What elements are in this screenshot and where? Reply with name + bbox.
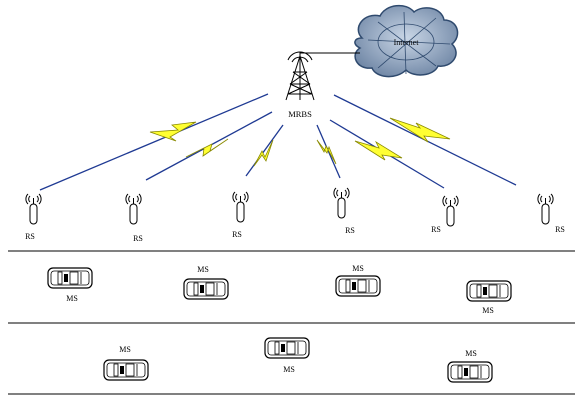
car-icon — [183, 278, 229, 300]
ms-label: MS — [197, 265, 209, 274]
mobile-station-7: MS — [447, 349, 493, 383]
relay-station-6: RS — [537, 193, 565, 234]
relay-station-3: RS — [232, 191, 249, 239]
wireless-links — [39, 93, 517, 191]
ms-label: MS — [66, 294, 78, 303]
link-rs2 — [145, 111, 273, 181]
lightning-icon — [253, 139, 274, 167]
relay-station-1: RS — [25, 193, 42, 241]
link-rs4 — [316, 124, 341, 179]
car-icon — [335, 275, 381, 297]
ms-label: MS — [283, 365, 295, 374]
rs-antenna-icon — [25, 193, 42, 225]
mobile-station-4: MS — [466, 280, 512, 315]
rs-label: RS — [555, 225, 565, 234]
ms-label: MS — [352, 264, 364, 273]
link-rs5 — [329, 119, 445, 189]
rs-antenna-icon — [125, 193, 142, 225]
internet-cloud: Internet — [354, 4, 459, 78]
link-rs3 — [245, 124, 284, 177]
rs-label: RS — [431, 225, 441, 234]
mobile-stations: MS MS MS MS MS MS MS — [47, 264, 512, 383]
mobile-station-1: MS — [47, 267, 93, 303]
lightning-icon — [185, 138, 229, 158]
rs-label: RS — [232, 230, 242, 239]
rs-label: RS — [345, 226, 355, 235]
relay-station-2: RS — [125, 193, 143, 243]
ms-label: MS — [482, 306, 494, 315]
ms-label: MS — [119, 345, 131, 354]
internet-label: Internet — [394, 38, 420, 47]
car-icon — [466, 280, 512, 302]
rs-antenna-icon — [442, 195, 459, 227]
mobile-station-2: MS — [183, 265, 229, 300]
lightning-icon — [354, 140, 403, 161]
car-icon — [47, 267, 93, 289]
rs-antenna-icon — [537, 193, 554, 225]
rs-label: RS — [25, 232, 35, 241]
car-icon — [103, 359, 149, 381]
mobile-station-5: MS — [103, 345, 149, 381]
lightning-icon — [389, 117, 451, 143]
relay-station-5: RS — [431, 195, 459, 234]
ms-label: MS — [465, 349, 477, 358]
mrbs-tower-icon — [285, 51, 315, 101]
rs-antenna-icon — [232, 191, 249, 223]
mrbs-label: MRBS — [288, 109, 312, 119]
rs-label: RS — [133, 234, 143, 243]
rs-antenna-icon — [333, 187, 350, 219]
mobile-station-3: MS — [335, 264, 381, 297]
link-rs1 — [39, 93, 269, 191]
relay-stations: RS RS RS — [25, 187, 565, 243]
lightning-icon — [316, 139, 337, 165]
relay-station-4: RS — [333, 187, 355, 235]
mobile-station-6: MS — [264, 337, 310, 374]
car-icon — [264, 337, 310, 359]
link-rs6 — [333, 94, 517, 186]
car-icon — [447, 361, 493, 383]
lightning-icon — [149, 121, 197, 142]
